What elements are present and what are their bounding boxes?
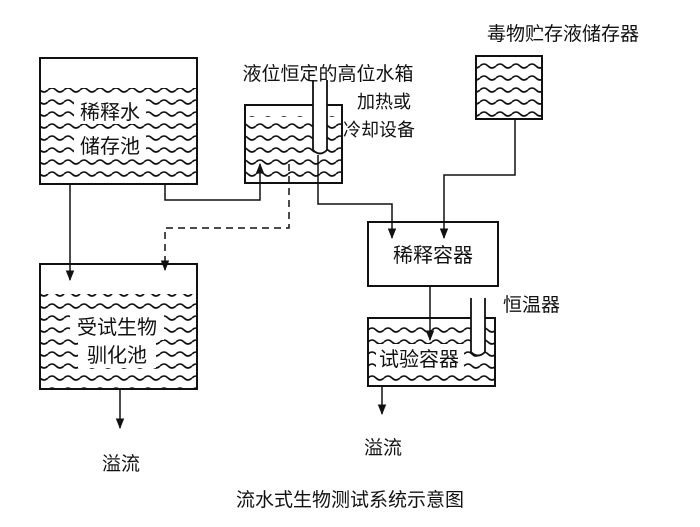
heat-cool-label-line1: 加热或 — [357, 92, 411, 113]
header-tank-label: 液位恒定的高位水箱 — [242, 63, 413, 85]
dilution-water-tank: 稀释水 储存池 — [39, 57, 198, 185]
toxicant-reservoir: 毒物贮存液储存器 — [475, 23, 639, 120]
acclimation-tank-label-line2: 驯化池 — [87, 343, 147, 367]
overflow-label-right: 溢流 — [364, 437, 402, 459]
mixing-vessel-label: 稀释容器 — [393, 243, 473, 267]
thermostat-probe — [470, 298, 486, 357]
toxicant-reservoir-label: 毒物贮存液储存器 — [487, 23, 639, 45]
pipe-toxicant-to-mixing — [439, 119, 516, 240]
acclimation-tank-label-line1: 受试生物 — [77, 315, 157, 339]
dilution-water-tank-label-line2: 储存池 — [80, 134, 140, 158]
heat-cool-label-line2: 冷却设备 — [343, 120, 415, 141]
diagram-caption: 流水式生物测试系统示意图 — [236, 489, 464, 511]
header-tank: 液位恒定的高位水箱 加热或 冷却设备 — [242, 63, 415, 184]
thermostat-label: 恒温器 — [503, 294, 560, 316]
dilution-water-tank-label-line1: 稀释水 — [80, 100, 140, 124]
heat-cool-probe — [312, 80, 328, 155]
pipe-dilution-to-header — [164, 162, 265, 201]
pipe-header-to-acclimation-dashed — [160, 164, 290, 272]
test-vessel: 试验容器 恒温器 — [367, 294, 560, 387]
test-vessel-label: 试验容器 — [379, 347, 459, 371]
mixing-vessel: 稀释容器 — [367, 221, 499, 287]
acclimation-tank: 受试生物 驯化池 — [39, 263, 198, 390]
pipe-header-to-mixing — [317, 155, 397, 240]
pipes — [65, 119, 516, 430]
overflow-label-left: 溢流 — [102, 453, 140, 475]
